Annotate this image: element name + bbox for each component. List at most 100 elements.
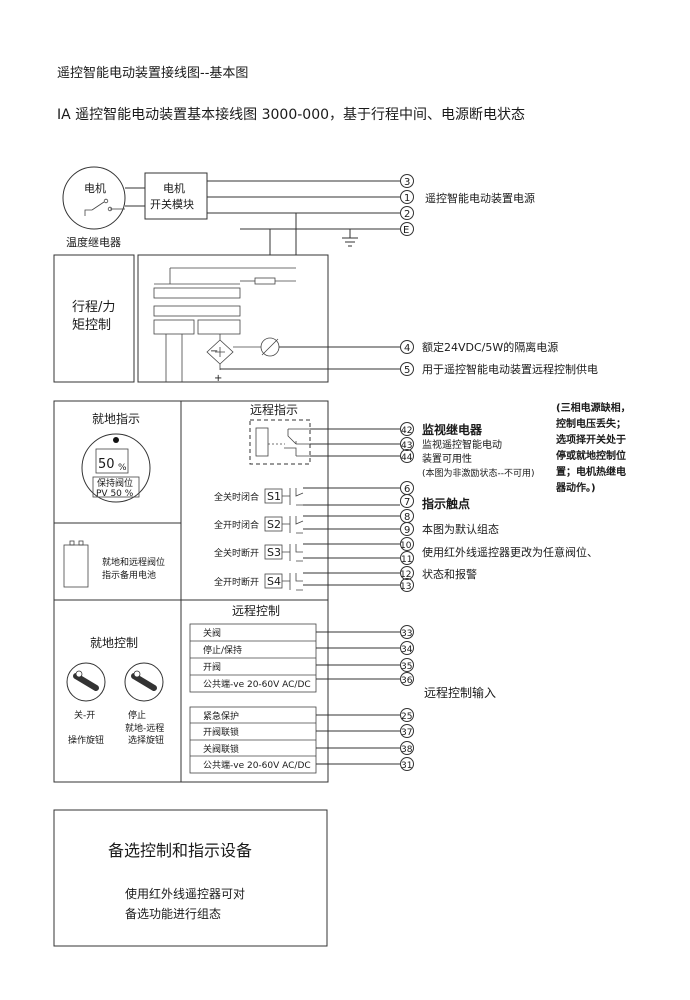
rc-common-label-2: 公共端-ve 20-60V AC/DC [203,759,311,771]
phase-note-line-5: 置；电机热继电 [556,465,626,478]
minus-sign: − [210,346,218,357]
motor-label: 电机 [84,181,106,195]
power-terminals: 3 1 2 E [400,174,414,236]
battery-label-1: 就地和远程阀位 [102,556,165,568]
knob-2-label-3: 选择旋钮 [128,734,164,746]
terminal-31: 31 [401,761,412,771]
remote-indication-title: 远程指示 [250,402,298,417]
terminal-4: 4 [404,343,410,354]
module-label-2: 开关模块 [150,197,194,211]
contact-s4-icon [282,573,303,591]
indication-contacts-line-3: 状态和报警 [422,567,477,581]
rc-open-interlock-label: 开阀联锁 [203,726,239,738]
terminal-13: 13 [400,582,411,592]
terminal-9: 9 [404,525,410,536]
monitor-relay-box [249,419,311,465]
travel-torque-label-2: 矩控制 [72,318,111,333]
travel-torque-label-1: 行程/力 [72,300,115,315]
contact-s1-label: 全关时闭合 [214,491,259,503]
knob-2-label-1: 停止 [128,709,146,721]
contact-s4-label: 全开时断开 [214,576,259,588]
remote-control-group-1: 关阀 停止/保持 开阀 公共端-ve 20-60V AC/DC 33 34 35… [189,623,414,693]
remote-indication-box [180,400,329,601]
thermal-relay-icon [84,201,105,216]
phase-note-line-6: 器动作。) [555,481,596,494]
indication-contacts-line-1: 本图为默认组态 [422,522,499,536]
remote-supply-label: 用于遥控智能电动装置远程控制供电 [422,362,598,376]
hold-position-value: PV 50 % [96,489,134,499]
terminal-1: 1 [404,193,410,204]
remote-control-title: 远程控制 [232,603,280,618]
relay-contact-icon [284,429,297,456]
module-label-1: 电机 [163,181,185,195]
battery-label-2: 指示备用电池 [102,569,156,581]
terminal-42: 42 [401,426,412,436]
terminal-33: 33 [401,629,412,639]
thermal-relay-caption: 温度继电器 [66,235,121,249]
terminal-12: 12 [400,570,411,580]
indicator-led-icon [113,437,119,443]
terminal-5: 5 [404,365,410,376]
phase-note-line-4: 停或就地控制位 [556,449,626,462]
terminal-10: 10 [400,541,412,551]
terminal-34: 34 [401,645,413,655]
diagram-subtitle: IA 遥控智能电动装置基本接线图 3000-000，基于行程中间、电源断电状态 [57,107,526,123]
terminal-7: 7 [404,497,410,508]
phase-loss-note: (三相电源缺相， 控制电压丢失； 选项择开关处于 停或就地控制位 置；电机热继电… [555,401,631,494]
motor-switch-module [144,172,208,220]
indication-contacts: 全关时闭合 S1 6 7 全开时闭合 S2 8 9 全关时断开 S3 10 11… [214,481,414,592]
hold-position-label: 保持阀位 [97,477,133,489]
contact-s2-icon [282,516,304,534]
optional-box-line-2: 备选功能进行组态 [125,907,221,921]
terminal-35: 35 [401,662,412,672]
contact-s3-icon [282,544,303,562]
lcd-unit: % [118,463,127,473]
rc-stop-label: 停止/保持 [203,644,242,656]
contact-s1-icon [282,488,304,506]
rc-common-label-1: 公共端-ve 20-60V AC/DC [203,678,311,690]
indicator-dial [81,433,151,503]
switch-s1: S1 [267,490,281,503]
terminal-2: 2 [404,209,410,220]
knob-1-label-2: 操作旋钮 [68,734,104,746]
relay-coil-icon [255,427,269,457]
power-label: 遥控智能电动装置电源 [425,191,535,205]
rectifier-icon [206,334,234,365]
local-indication-title: 就地指示 [92,411,140,426]
knob-1-label-1: 关-开 [74,709,95,721]
terminal-11: 11 [401,555,412,565]
local-control-box [53,599,182,783]
remote-control-box [180,599,329,783]
rc-close-label: 关阀 [203,627,221,639]
lcd-value: 50 [98,457,115,472]
monitor-relay-title: 监视继电器 [422,422,483,437]
monitor-relay-desc-1: 监视遥控智能电动 [422,438,502,451]
remote-control-input-label: 远程控制输入 [424,685,496,700]
travel-torque-box [53,254,135,383]
rc-open-label: 开阀 [203,662,221,673]
open-close-knob-icon [66,662,106,702]
terminal-37: 37 [401,728,412,738]
terminal-8: 8 [404,512,410,523]
motor-section: 电机 温度继电器 [62,166,126,249]
terminal-43: 43 [401,441,412,451]
control-module-box [137,254,329,383]
contact-s2-label: 全开时闭合 [214,519,259,531]
phase-note-line-3: 选项择开关处于 [556,433,626,446]
switch-s2: S2 [267,518,281,531]
terminal-6: 6 [404,484,410,495]
terminal-e: E [403,225,409,236]
phase-note-line-1: (三相电源缺相， [556,401,631,414]
local-control-title: 就地控制 [90,636,138,650]
rc-emergency-label: 紧急保护 [203,710,239,722]
lcd-display [95,448,129,474]
remote-control-group-2: 紧急保护 开阀联锁 关阀联锁 公共端-ve 20-60V AC/DC 25 37… [189,706,414,774]
terminal-3: 3 [404,177,410,188]
switch-s3: S3 [267,546,281,559]
switch-s4: S4 [267,575,281,588]
plus-sign: + [214,373,222,384]
indication-contacts-line-2: 使用红外线遥控器更改为任意阀位、 [422,545,598,559]
motor-circle [62,166,126,230]
optional-box-line-1: 使用红外线遥控器可对 [125,886,245,901]
